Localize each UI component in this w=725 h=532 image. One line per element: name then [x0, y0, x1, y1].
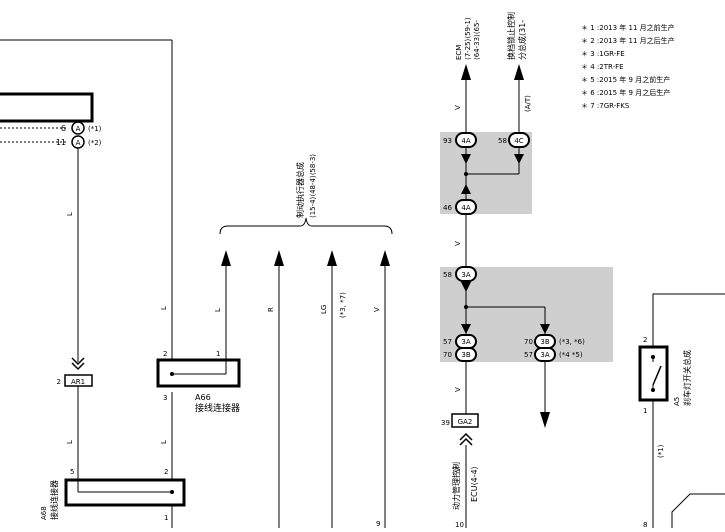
wire-label-v-mid: V — [454, 241, 462, 246]
svg-text:(*3, *7): (*3, *7) — [339, 292, 347, 318]
svg-text:接线连接器: 接线连接器 — [49, 480, 59, 520]
svg-text:2: 2 — [57, 378, 61, 386]
svg-text:A68: A68 — [40, 506, 48, 520]
svg-text:V: V — [373, 307, 381, 312]
svg-text:4C: 4C — [514, 137, 523, 145]
note-3: ＊ 3 :1GR-FE — [581, 50, 625, 58]
svg-text:R: R — [267, 307, 275, 312]
wire-label-l-lower: L — [66, 440, 74, 444]
note-6: ＊ 6 :2015 年 9 月之后生产 — [581, 88, 670, 97]
brake-wire-l: L — [214, 250, 231, 360]
svg-text:A66: A66 — [195, 393, 211, 402]
svg-text:动力管理控制: 动力管理控制 — [451, 462, 461, 510]
svg-text:4A: 4A — [461, 137, 470, 145]
note-2: ＊ 2 :2013 年 11 月之后生产 — [581, 36, 675, 45]
svg-text:11: 11 — [56, 138, 66, 147]
note-7: ＊ 7 :7GR-FKS — [581, 102, 630, 110]
svg-text:刹车灯开关总成: 刹车灯开关总成 — [682, 350, 692, 406]
svg-text:58: 58 — [498, 137, 507, 145]
svg-text:A5: A5 — [673, 397, 681, 406]
svg-text:93: 93 — [443, 137, 452, 145]
svg-text:2: 2 — [163, 350, 167, 358]
svg-text:2: 2 — [164, 468, 168, 476]
wire-label-a66-below: L — [160, 440, 168, 444]
svg-text:(*2): (*2) — [88, 139, 102, 147]
svg-text:(*4 *5): (*4 *5) — [559, 351, 583, 359]
brake-actuator-name: 制动执行器总成 — [295, 162, 305, 218]
brake-wire-v: V 9 — [373, 250, 390, 528]
svg-text:46: 46 — [443, 204, 452, 212]
svg-text:3A: 3A — [461, 338, 470, 346]
svg-text:3B: 3B — [461, 351, 470, 359]
ga2-connector: 39 GA2 V 10 — [441, 413, 479, 529]
power-management-wire: 动力管理控制 ECU⟨4-4⟩ — [451, 361, 550, 510]
ar1-connector: AR1 2 — [57, 357, 93, 387]
wire-label-a66-above: L — [160, 306, 168, 310]
svg-text:8: 8 — [643, 521, 647, 528]
svg-text:3A: 3A — [461, 271, 470, 279]
brake-wire-lg: LG (*3, *7) — [320, 250, 347, 528]
note-5: ＊ 5 :2015 年 9 月之前生产 — [581, 75, 670, 84]
note-1: ＊ 1 :2013 年 11 月之前生产 — [581, 23, 675, 32]
brake-actuator-connectors: ⟨15-4⟩⟨48-4⟩⟨58-3⟩ — [309, 154, 317, 218]
svg-text:ECM: ECM — [455, 45, 463, 60]
svg-text:L: L — [214, 308, 222, 312]
svg-text:58: 58 — [443, 271, 452, 279]
svg-text:70: 70 — [524, 338, 533, 346]
svg-text:10: 10 — [455, 521, 464, 528]
svg-text:9: 9 — [376, 520, 380, 528]
svg-text:(*1): (*1) — [88, 125, 102, 133]
svg-text:57: 57 — [443, 338, 452, 346]
notes-list: ＊ 1 :2013 年 11 月之前生产 ＊ 2 :2013 年 11 月之后生… — [581, 23, 675, 110]
svg-text:接线连接器: 接线连接器 — [195, 402, 240, 414]
svg-text:ECU⟨4-4⟩: ECU⟨4-4⟩ — [470, 466, 479, 502]
a66-connector: 2 1 3 A66 接线连接器 — [156, 350, 241, 414]
svg-text:39: 39 — [441, 419, 450, 427]
svg-text:57: 57 — [524, 351, 533, 359]
svg-text:GA2: GA2 — [458, 418, 473, 426]
svg-text:AR1: AR1 — [71, 378, 85, 386]
svg-text:(*3, *6): (*3, *6) — [559, 338, 585, 346]
connector-pin-6: 6 A (*1) — [61, 121, 102, 135]
svg-text:LG: LG — [320, 305, 328, 314]
svg-text:1: 1 — [164, 514, 168, 522]
svg-text:70: 70 — [443, 351, 452, 359]
ecm-wire: ECM ⟨7-25⟩⟨59-1⟩ ⟨64-33⟩⟨65- V — [454, 17, 481, 132]
svg-text:换档锁止控制: 换档锁止控制 — [506, 12, 516, 60]
brake-actuator-bracket — [219, 217, 393, 235]
connector-pin-11: 11 A (*2) — [56, 135, 102, 149]
svg-text:3B: 3B — [540, 338, 549, 346]
svg-text:⟨64-33⟩⟨65-: ⟨64-33⟩⟨65- — [473, 20, 481, 60]
svg-text:(*1): (*1) — [657, 444, 665, 458]
svg-text:V: V — [454, 467, 462, 472]
brake-light-switch: 2 1 A5 刹车灯开关总成 (*1) 8 — [638, 293, 725, 529]
svg-text:A: A — [76, 139, 81, 147]
shift-lock-wire: 换档锁止控制 分总成⟨31- (A/T) — [506, 12, 532, 132]
svg-text:⟨7-25⟩⟨59-1⟩: ⟨7-25⟩⟨59-1⟩ — [464, 17, 472, 60]
svg-text:3A: 3A — [540, 351, 549, 359]
wire-label-v-ga2: V — [454, 387, 462, 392]
left-component-box — [0, 92, 94, 123]
svg-text:A: A — [76, 125, 81, 133]
svg-text:1: 1 — [216, 350, 220, 358]
svg-text:1: 1 — [643, 407, 647, 415]
svg-text:4A: 4A — [461, 204, 470, 212]
svg-text:(A/T): (A/T) — [524, 95, 532, 112]
note-4: ＊ 4 :2TR-FE — [581, 63, 624, 71]
wire-label-l-left: L — [66, 212, 74, 216]
svg-text:2: 2 — [643, 336, 647, 344]
svg-text:分总成⟨31-: 分总成⟨31- — [517, 20, 527, 60]
brake-wire-r: R — [267, 250, 284, 528]
svg-text:3: 3 — [163, 394, 167, 402]
svg-text:5: 5 — [70, 468, 74, 476]
a68-connector: 5 2 1 A68 接线连接器 — [40, 468, 186, 522]
svg-text:V: V — [454, 105, 462, 110]
svg-text:6: 6 — [61, 124, 66, 133]
